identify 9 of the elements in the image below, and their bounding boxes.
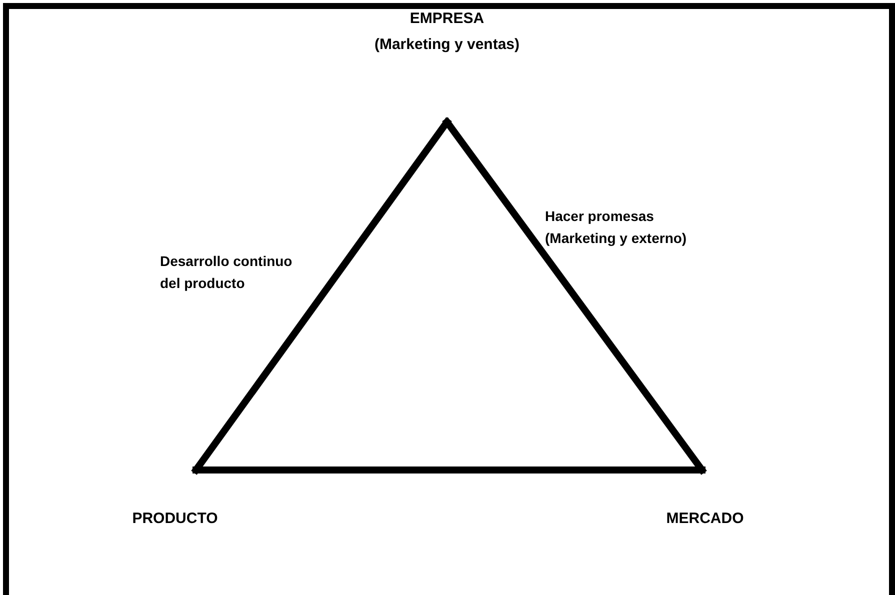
edge-label: Hacer promesas (Marketing y externo) [545, 207, 688, 248]
triangle-side-line [192, 466, 706, 474]
vertex-label: MERCADO [665, 509, 745, 529]
triangle-side-line [444, 118, 706, 474]
vertex-sublabel: (Marketing y ventas) [373, 35, 521, 55]
vertex-label: EMPRESA [408, 9, 486, 29]
vertex-label: PRODUCTO [131, 509, 219, 529]
triangle-side-line [192, 118, 450, 474]
edge-label: Desarrollo continuo del producto [160, 252, 294, 293]
